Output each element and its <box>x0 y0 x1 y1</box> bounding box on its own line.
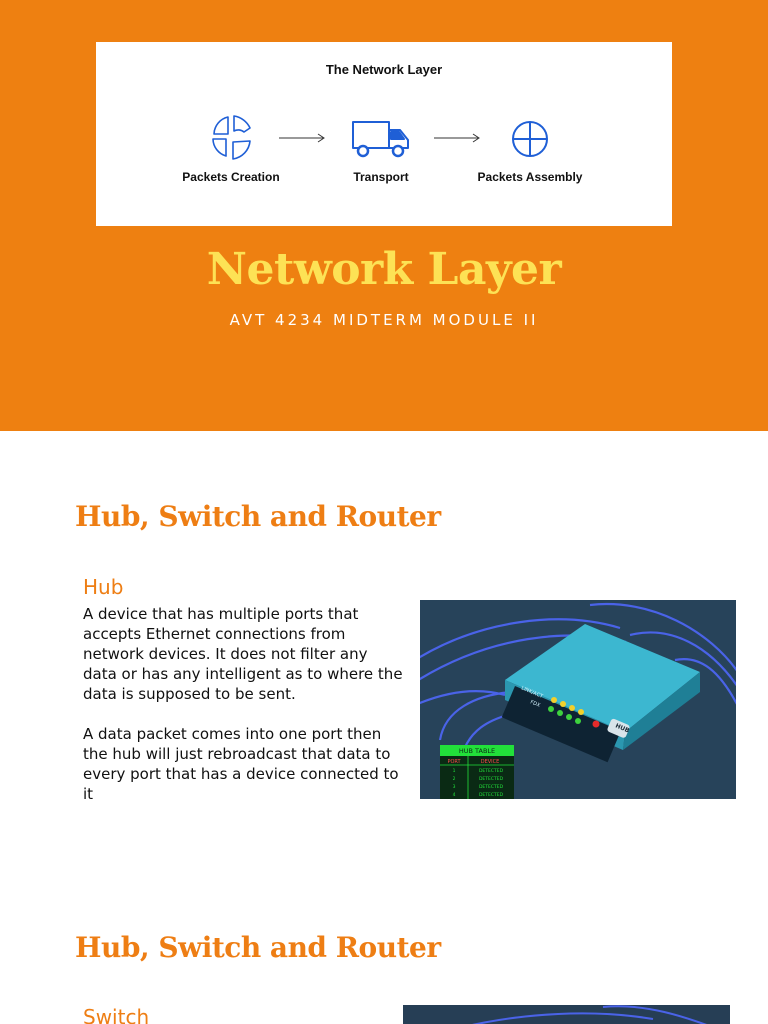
section-heading: Hub, Switch and Router <box>75 500 441 533</box>
switch-illustration-art <box>472 1005 707 1024</box>
packets-icon <box>212 115 251 160</box>
stage-label: Packets Assembly <box>477 170 583 184</box>
network-layer-diagram: The Network Layer Packets Creation <box>96 42 672 226</box>
switch-subheading: Switch <box>83 1005 150 1024</box>
hub-table-cell: 4 <box>453 792 456 798</box>
hero-subtitle: AVT 4234 MIDTERM MODULE II <box>229 311 539 329</box>
hub-table-cell: DETECTED <box>479 768 504 774</box>
panel-label-fdx: FDX <box>529 699 541 709</box>
hub-table-cell: 1 <box>453 768 456 774</box>
arrow-right-icon <box>279 133 325 143</box>
hub-table-cell: DETECTED <box>479 792 504 798</box>
hub-table-cell: 2 <box>453 776 456 782</box>
title-banner: The Network Layer Packets Creation <box>0 0 768 431</box>
hub-description: A device that has multiple ports that ac… <box>83 605 403 703</box>
hub-broadcast-description: A data packet comes into one port then t… <box>83 725 399 803</box>
hub-illustration-art: LINK/ACT FDX HUB HUB TABLE PORT DEVICE <box>420 602 736 799</box>
stage-transport: Transport <box>306 114 456 184</box>
hub-subheading: Hub <box>83 575 124 599</box>
stage-label: Transport <box>353 170 409 184</box>
hub-table-cell: DETECTED <box>479 776 504 782</box>
hub-table-header: DEVICE <box>481 759 500 765</box>
arrow-right-icon <box>434 133 480 143</box>
hero-title: Network Layer <box>206 244 562 295</box>
truck-icon <box>352 121 409 158</box>
stage-packets-creation: Packets Creation <box>156 114 306 184</box>
hub-table: HUB TABLE PORT DEVICE 1 DETECTED 2 DETEC… <box>440 745 514 799</box>
section-heading: Hub, Switch and Router <box>75 931 441 964</box>
hub-table-cell: DETECTED <box>479 784 504 790</box>
stage-label: Packets Creation <box>182 170 280 184</box>
hub-illustration: LINK/ACT FDX HUB HUB TABLE PORT DEVICE <box>420 600 736 799</box>
hub-table-title: HUB TABLE <box>459 747 495 755</box>
hub-table-cell: 3 <box>453 784 456 790</box>
assembled-packet-icon <box>512 121 548 157</box>
hub-table-header: PORT <box>447 759 461 765</box>
stage-packets-assembly: Packets Assembly <box>455 114 605 184</box>
switch-illustration <box>403 1005 730 1024</box>
diagram-title: The Network Layer <box>325 62 443 77</box>
